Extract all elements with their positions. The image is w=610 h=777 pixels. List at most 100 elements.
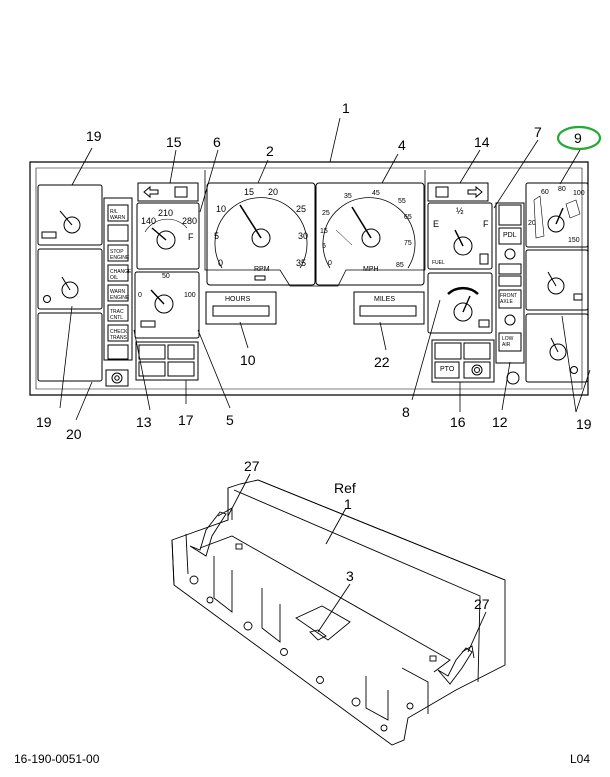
speedo-label-15: 15 (320, 228, 328, 235)
callout-8: 8 (402, 404, 410, 420)
air-100: 100 (573, 190, 585, 197)
speedo-label-75: 75 (404, 240, 412, 247)
tach-label-25: 25 (296, 204, 307, 214)
tach-label-15: 15 (244, 187, 255, 197)
tachometer (206, 182, 316, 286)
right-knob (506, 371, 520, 385)
voltmeter (427, 272, 493, 334)
right-turn-indicator (427, 182, 489, 202)
fuel-half: ½ (456, 206, 464, 216)
callout-9: 9 (574, 130, 582, 146)
air-150: 150 (568, 237, 580, 244)
leader-lines (59, 117, 591, 421)
odometer (353, 291, 425, 325)
oil-press-0: 0 (138, 292, 142, 299)
callout-7: 7 (534, 124, 542, 140)
speedo-label-65: 65 (404, 214, 412, 221)
miles-label: MILES (374, 296, 396, 303)
left-knob (105, 369, 129, 387)
speedometer (315, 182, 425, 286)
callout-2: 2 (266, 143, 274, 159)
speedo-label-25: 25 (322, 210, 330, 217)
callout-12: 12 (492, 414, 508, 430)
callout-16: 16 (450, 414, 466, 430)
tach-label-30: 30 (298, 231, 309, 241)
fuel-f: F (483, 219, 489, 229)
right-lower-gauge (525, 313, 589, 383)
callout-22: 22 (374, 354, 390, 370)
fuel-unit: FUEL (432, 260, 445, 266)
air-80: 80 (558, 186, 566, 193)
indicator-label-7: CHECK TRANS (110, 329, 128, 341)
callout-13: 13 (136, 414, 152, 430)
water-temp-280: 280 (182, 216, 198, 226)
callout-10: 10 (240, 352, 256, 368)
callout-20: 20 (66, 426, 82, 442)
left-blank-panel (37, 312, 103, 382)
cluster-outline (29, 161, 589, 396)
fuel-e: E (433, 219, 440, 229)
left-indicator-strip (103, 197, 133, 361)
left-turn-indicator (137, 182, 199, 202)
right-upper-gauge (525, 249, 589, 311)
left-temp-gauge (37, 248, 103, 310)
left-switch-panel (135, 341, 199, 381)
air-60: 60 (541, 189, 549, 196)
oil-press-100: 100 (184, 292, 196, 299)
tach-unit: RPM (254, 266, 270, 273)
left-oil-gauge (37, 184, 103, 246)
speedo-label-55: 55 (398, 198, 406, 205)
drawing-number: 16-190-0051-00 (14, 752, 100, 766)
callout-15: 15 (166, 134, 182, 150)
cluster-rear-view (171, 473, 506, 746)
indicator-label-3: STOP ENGINE (110, 249, 130, 261)
callout-27-left: 27 (244, 458, 260, 474)
callout-5: 5 (226, 412, 234, 428)
indicator-label-5: WARN ENGINE (110, 289, 130, 301)
tach-label-10: 10 (216, 204, 227, 214)
fuel-gauge (427, 202, 493, 270)
air-pressure-gauge (525, 182, 589, 248)
callout-17: 17 (178, 412, 194, 428)
speedo-label-85: 85 (396, 262, 404, 269)
tach-label-35: 35 (296, 258, 307, 268)
callout-6: 6 (213, 134, 221, 150)
callout-1-lower: 1 (344, 496, 352, 512)
indicator-label-6: TRAC CNTL (110, 309, 124, 321)
oil-pressure-gauge (134, 271, 200, 339)
air-20: 20 (528, 220, 536, 227)
callout-19-right: 19 (576, 416, 592, 432)
speedo-unit: MPH (363, 266, 379, 273)
ref-label: Ref (334, 480, 356, 496)
callout-3: 3 (346, 568, 354, 584)
tach-label-5: 5 (214, 231, 220, 241)
callout-4: 4 (398, 137, 406, 153)
speedo-label-5: 5 (322, 243, 326, 250)
water-temp-f: F (188, 232, 194, 242)
callout-19-left: 19 (36, 414, 52, 430)
indicator-label-4: CHANGE OIL (110, 269, 132, 281)
speedo-label-45: 45 (372, 190, 380, 197)
oil-press-50: 50 (162, 273, 170, 280)
sheet-code: L04 (570, 752, 591, 766)
low-air-label: LOW AIR (502, 336, 514, 348)
speedo-label-0: 0 (328, 260, 332, 267)
hours-label: HOURS (225, 296, 251, 303)
tach-label-0: 0 (218, 258, 224, 268)
water-temp-gauge (136, 202, 200, 270)
callout-14: 14 (474, 134, 490, 150)
pdl-switch-label: PDL (503, 232, 517, 239)
front-axle-label: FRONT AXLE (500, 293, 518, 305)
water-temp-210: 210 (158, 208, 174, 218)
tach-label-20: 20 (268, 187, 279, 197)
speedo-label-35: 35 (344, 193, 352, 200)
right-switch-panel (431, 339, 495, 383)
indicator-label-1: R/L WARN (110, 209, 126, 221)
callout-1: 1 (342, 100, 350, 116)
callout-27-right: 27 (474, 596, 490, 612)
highlight-ring (556, 125, 602, 151)
pto-switch-label: PTO (440, 366, 455, 373)
callout-19-top: 19 (86, 128, 102, 144)
water-temp-140: 140 (141, 216, 157, 226)
